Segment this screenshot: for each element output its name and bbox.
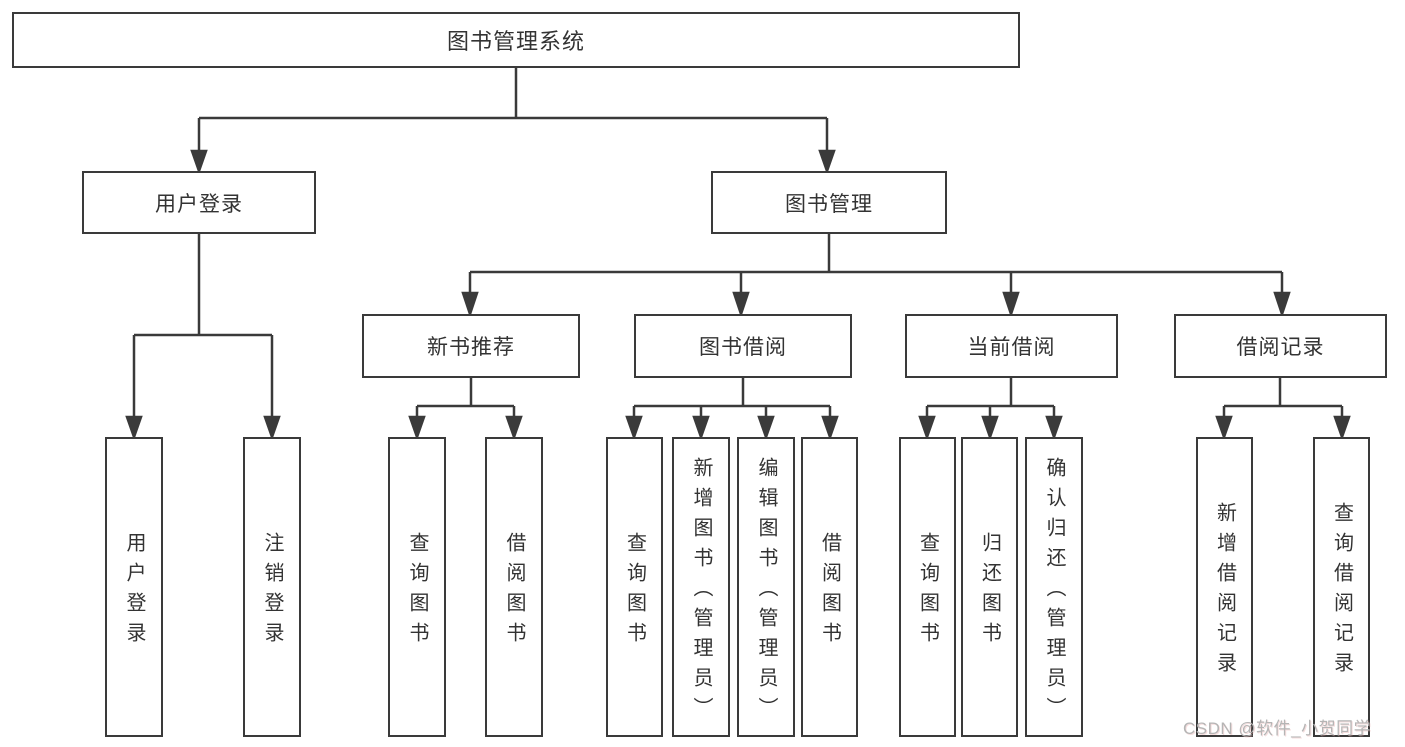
arrow-down-icon <box>692 415 710 441</box>
leaf-query-borrow-record: 查询借阅记录 <box>1313 437 1370 737</box>
arrow-down-icon <box>263 415 281 441</box>
connector-borrow-records-to-leaves <box>1215 378 1351 441</box>
node-book-borrow: 图书借阅 <box>634 314 852 378</box>
arrow-down-icon <box>461 291 479 318</box>
leaf-borrow-book: 借阅图书 <box>485 437 543 737</box>
csdn-watermark: CSDN @软件_小贺同学 <box>1183 719 1372 738</box>
arrow-down-icon <box>1215 415 1233 441</box>
arrow-down-icon <box>732 291 750 318</box>
arrow-down-icon <box>1333 415 1351 441</box>
arrow-down-icon <box>190 149 208 175</box>
arrow-down-icon <box>918 415 936 441</box>
leaf-confirm-return-admin: 确认归还（管理员） <box>1025 437 1083 737</box>
connector-current-borrow-to-leaves <box>918 378 1063 441</box>
arrow-down-icon <box>125 415 143 441</box>
connector-new-book-recommend-to-leaves <box>408 378 523 441</box>
arrow-down-icon <box>1045 415 1063 441</box>
node-new-book-recommend: 新书推荐 <box>362 314 580 378</box>
arrow-down-icon <box>981 415 999 441</box>
arrow-down-icon <box>1273 291 1291 318</box>
arrow-down-icon <box>757 415 775 441</box>
leaf-add-borrow-record: 新增借阅记录 <box>1196 437 1253 737</box>
arrow-down-icon <box>625 415 643 441</box>
arrow-down-icon <box>821 415 839 441</box>
leaf-query-book: 查询图书 <box>899 437 956 737</box>
leaf-user-login: 用户登录 <box>105 437 163 737</box>
leaf-edit-book-admin: 编辑图书（管理员） <box>737 437 795 737</box>
connector-book-borrow-to-leaves <box>625 378 839 441</box>
arrow-down-icon <box>408 415 426 441</box>
leaf-borrow-book: 借阅图书 <box>801 437 858 737</box>
connector-root-to-level2 <box>190 68 836 175</box>
node-current-borrow: 当前借阅 <box>905 314 1118 378</box>
node-user-login: 用户登录 <box>82 171 316 234</box>
arrow-down-icon <box>1002 291 1020 318</box>
leaf-return-book: 归还图书 <box>961 437 1018 737</box>
arrow-down-icon <box>505 415 523 441</box>
arrow-down-icon <box>818 149 836 175</box>
node-book-management: 图书管理 <box>711 171 947 234</box>
leaf-query-book: 查询图书 <box>388 437 446 737</box>
node-borrow-records: 借阅记录 <box>1174 314 1387 378</box>
connector-user-login-to-leaves <box>125 234 281 441</box>
connector-book-management-to-level3 <box>461 234 1291 318</box>
leaf-add-book-admin: 新增图书（管理员） <box>672 437 730 737</box>
leaf-logout: 注销登录 <box>243 437 301 737</box>
node-root-library-management-system: 图书管理系统 <box>12 12 1020 68</box>
leaf-query-book: 查询图书 <box>606 437 663 737</box>
